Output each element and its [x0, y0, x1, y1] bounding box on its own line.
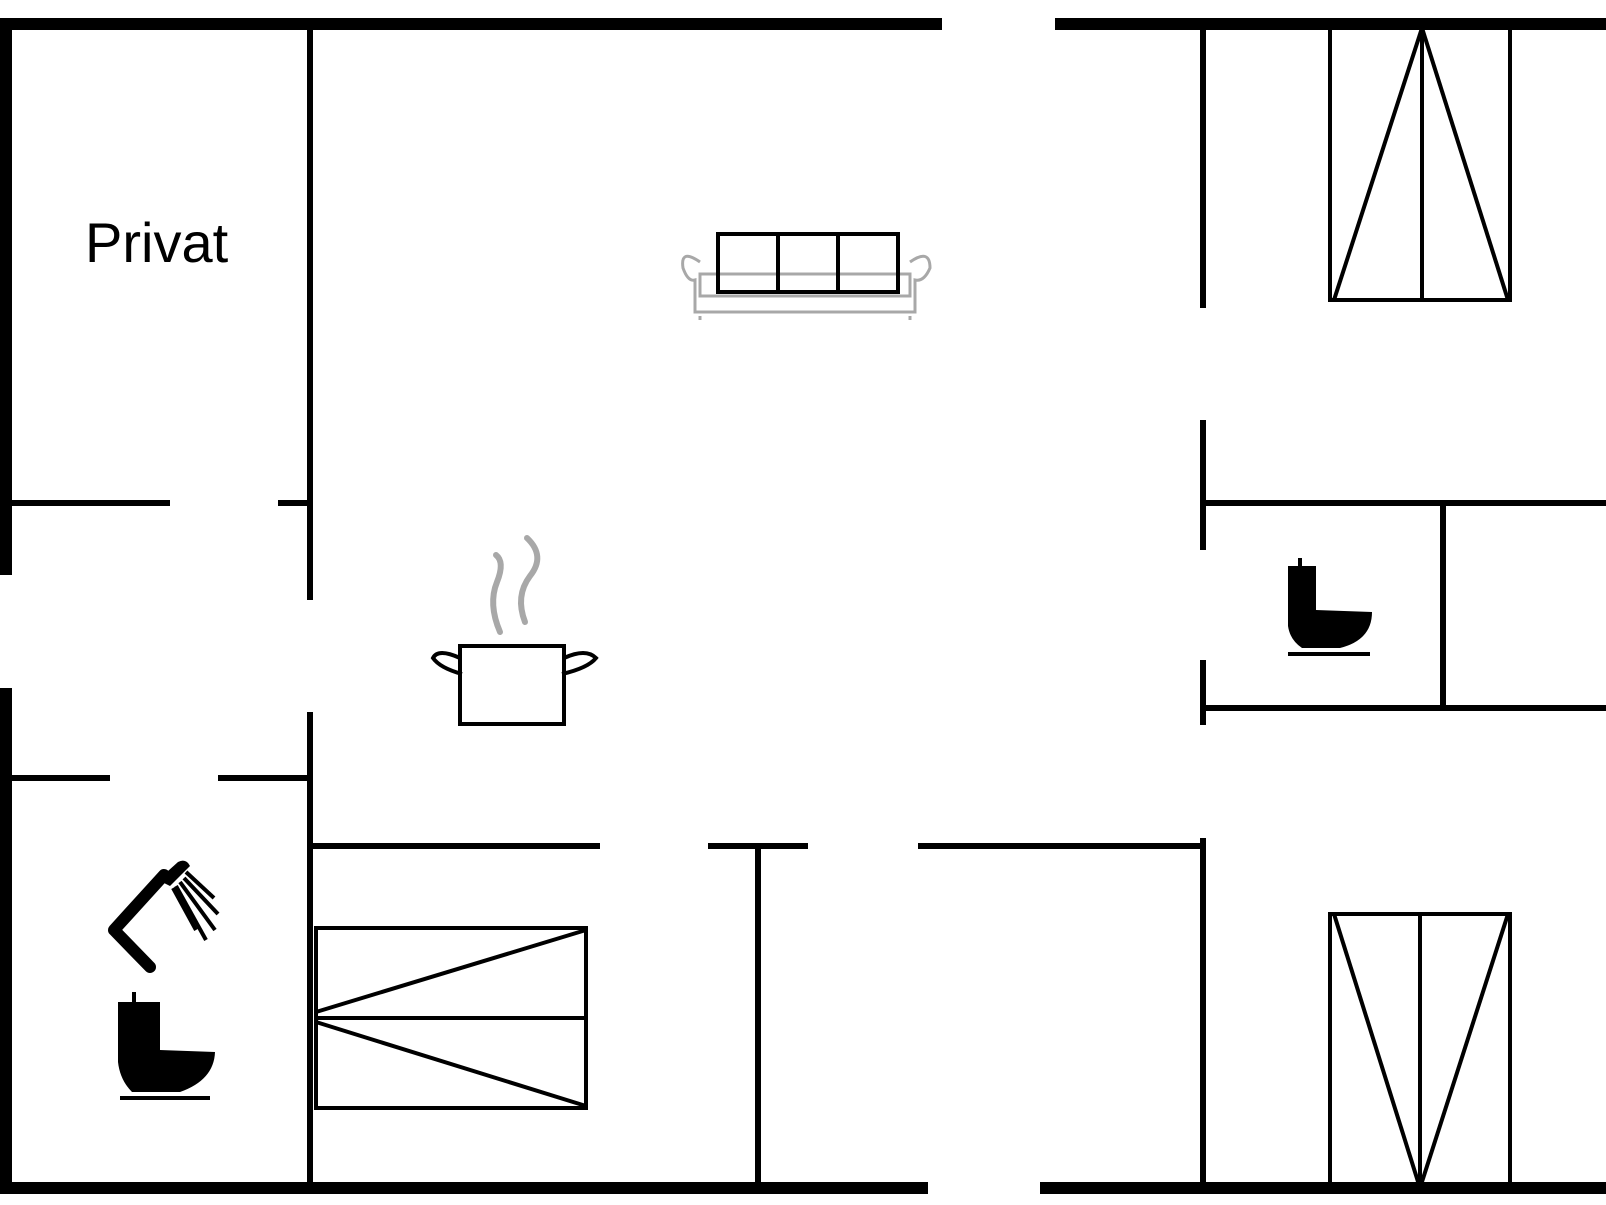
double-bed-icon [1328, 26, 1512, 302]
toilet-icon [118, 992, 215, 1100]
sofa-icon [681, 232, 932, 320]
cooking-pot-icon [430, 535, 599, 726]
toilet-icon [1288, 558, 1372, 656]
shower-icon [108, 860, 220, 973]
double-bed-icon [314, 926, 588, 1110]
outer-walls [0, 18, 1606, 1194]
interior-walls [6, 26, 1606, 1185]
double-bed-icon [1328, 912, 1512, 1190]
private-room-label: Privat [85, 211, 229, 274]
